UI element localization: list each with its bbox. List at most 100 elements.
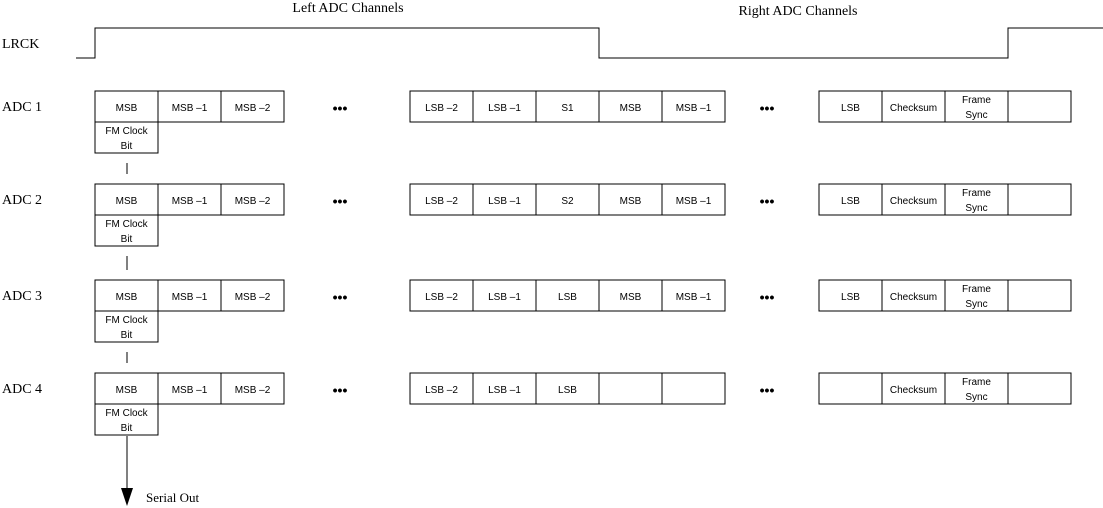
adc-row-2-group2-cell-3-box: [535, 183, 600, 216]
adc-row-3-group1-cell-2: MSB –1: [157, 279, 222, 312]
adc-row-3-group2-cell-4-text: MSB: [620, 292, 642, 303]
adc-row-2-group2-cell-3-text: S2: [561, 196, 574, 207]
lrck-waveform: [76, 27, 1103, 59]
adc-row-1-group1-cell-2-box: [157, 90, 222, 123]
adc-row-1-group3-cell-2-text: Checksum: [890, 103, 937, 114]
adc-row-1-group2-cell-4: MSB: [598, 90, 663, 123]
adc-row-2-group3-cell-1-box: [818, 183, 883, 216]
adc-row-2-group2-cell-5-box: [661, 183, 726, 216]
adc-row-4-group3-cell-2-text: Checksum: [890, 385, 937, 396]
adc-row-1-group2-cell-1: LSB –2: [409, 90, 474, 123]
adc-row-1-group3-cell-1-text: LSB: [841, 103, 860, 114]
adc-row-1-group2-cell-3-text: S1: [561, 103, 574, 114]
adc-row-3-group2-cell-4-box: [598, 279, 663, 312]
adc-row-2-ellipsis-2: •••: [760, 193, 775, 209]
adc-row-3-group2-cell-3-text: LSB: [558, 292, 577, 303]
adc-row-2-group2-cell-2: LSB –1: [472, 183, 537, 216]
adc-row-1-group1-cell-2-text: MSB –1: [172, 103, 208, 114]
adc-row-2-group2-cell-4-text: MSB: [620, 196, 642, 207]
adc-row-4-group2-cell-4: [598, 372, 663, 405]
adc-row-3-fm-clock-bit-line-1: FM Clock: [105, 315, 148, 326]
adc-row-2-group1-cell-2: MSB –1: [157, 183, 222, 216]
adc-row-1-group3-cell-2-box: [881, 90, 946, 123]
adc-row-2-group3-cell-2: Checksum: [881, 183, 946, 216]
adc-row-3-group2-cell-2: LSB –1: [472, 279, 537, 312]
adc-row-3-group3-cell-3-line-2: Sync: [965, 299, 987, 310]
adc-row-1-fm-clock-bit-box: [94, 121, 159, 154]
adc-row-2-label: ADC 2: [2, 193, 42, 208]
adc-row-1-group2-cell-3: S1: [535, 90, 600, 123]
adc-row-3-group3-cell-3-line-1: Frame: [962, 284, 991, 295]
adc-row-3-group2-cell-1: LSB –2: [409, 279, 474, 312]
adc-row-1-group2-cell-3-box: [535, 90, 600, 123]
adc-row-2-group3-cell-1-text: LSB: [841, 196, 860, 207]
adc-row-2-group3-cell-3-line-1: Frame: [962, 188, 991, 199]
adc-row-2-group1-cell-1: MSB: [94, 183, 159, 216]
adc-row-1-fm-clock-bit-line-1: FM Clock: [105, 126, 148, 137]
adc-row-4-group2-cell-5: [661, 372, 726, 405]
adc-row-3-group2-cell-3: LSB: [535, 279, 600, 312]
adc-row-3-group2-cell-2-text: LSB –1: [488, 292, 521, 303]
adc-row-1-group2-cell-2-text: LSB –1: [488, 103, 521, 114]
adc-row-4-group1-cell-2-text: MSB –1: [172, 385, 208, 396]
adc-row-2-group2-cell-5: MSB –1: [661, 183, 726, 216]
adc-row-4-group2-cell-1-text: LSB –2: [425, 385, 458, 396]
adc-row-4-group2-cell-4-box: [598, 372, 663, 405]
adc-row-4-group1-cell-3: MSB –2: [220, 372, 285, 405]
adc-row-2-group3-cell-3-box: [944, 183, 1009, 216]
adc-row-4-group3-cell-2-box: [881, 372, 946, 405]
adc-row-4-group3-cell-2: Checksum: [881, 372, 946, 405]
adc-row-4-group2-cell-2-box: [472, 372, 537, 405]
adc-row-1-group3-cell-3-line-1: Frame: [962, 95, 991, 106]
adc-row-1-group2-cell-5-text: MSB –1: [676, 103, 712, 114]
adc-row-3-group1-cell-3-text: MSB –2: [235, 292, 271, 303]
adc-row-2-group1-cell-2-text: MSB –1: [172, 196, 208, 207]
adc-row-3-group1-cell-3-box: [220, 279, 285, 312]
adc-row-3-group3-cell-1-text: LSB: [841, 292, 860, 303]
adc-row-3-group1-cell-1: MSB: [94, 279, 159, 312]
adc-row-4-label: ADC 4: [2, 382, 42, 397]
adc-row-4-group3-cell-3-box: [944, 372, 1009, 405]
adc-row-4-group1-cell-2-box: [157, 372, 222, 405]
adc-row-3-group2-cell-5-box: [661, 279, 726, 312]
adc-row-3-group2-cell-3-box: [535, 279, 600, 312]
adc-row-1-group3-cell-4: [1007, 90, 1072, 123]
adc-row-3-group1-cell-1-text: MSB: [116, 292, 138, 303]
serial-out-label: Serial Out: [146, 490, 199, 505]
adc-row-1-group1-cell-3-text: MSB –2: [235, 103, 271, 114]
adc-row-1-group1-cell-1-box: [94, 90, 159, 123]
adc-row-2-group1-cell-2-box: [157, 183, 222, 216]
adc-row-3-group2-cell-4: MSB: [598, 279, 663, 312]
adc-row-4-fm-clock-bit-box: [94, 403, 159, 436]
left-adc-channels-title: Left ADC Channels: [292, 1, 403, 16]
adc-row-3-ellipsis-2: •••: [760, 289, 775, 305]
adc-row-1-ellipsis-1: •••: [333, 100, 348, 116]
adc-row-4-group2-cell-2: LSB –1: [472, 372, 537, 405]
adc-row-4-group1-cell-1-text: MSB: [116, 385, 138, 396]
adc-row-3-group3-cell-4: [1007, 279, 1072, 312]
adc-row-2-fm-clock-bit-box: [94, 214, 159, 247]
adc-row-2-group2-cell-4-box: [598, 183, 663, 216]
adc-row-4-group3-cell-4: [1007, 372, 1072, 405]
adc-row-1-group3-cell-1: LSB: [818, 90, 883, 123]
adc-row-4-group2-cell-5-box: [661, 372, 726, 405]
adc-row-1-ellipsis-2: •••: [760, 100, 775, 116]
adc-row-3-group3-cell-2-text: Checksum: [890, 292, 937, 303]
adc-row-1-group2-cell-1-text: LSB –2: [425, 103, 458, 114]
adc-row-4-group2-cell-3: LSB: [535, 372, 600, 405]
adc-row-3-fm-clock-bit-box: [94, 310, 159, 343]
adc-row-4-group3-cell-1-box: [818, 372, 883, 405]
adc-row-2-group1-cell-1-text: MSB: [116, 196, 138, 207]
